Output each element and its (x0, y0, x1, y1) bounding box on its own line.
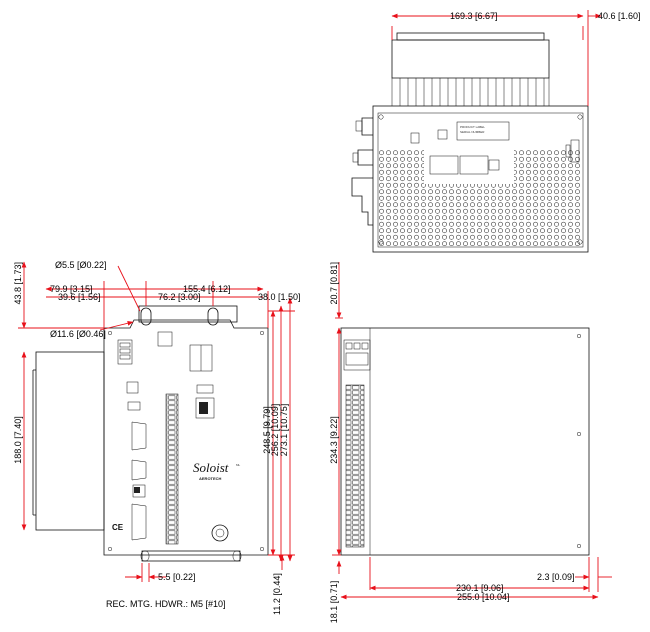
dim-top-depth: 40.6 [1.60] (598, 11, 641, 21)
dim-height-2: 256.2 [10.09] (270, 404, 280, 457)
dim-top-width: 169.3 [6.67] (450, 11, 498, 21)
dim-side-depth-2: 230.1 [9.06] (456, 583, 504, 593)
product-logo: Soloist (193, 460, 229, 475)
top-view: PRODUCT LABEL SERIAL NUMBER (351, 32, 589, 253)
dimension-labels: 169.3 [6.67] 40.6 [1.60] Ø5.5 [Ø0.22] 79… (13, 11, 641, 623)
svg-text:PRODUCT LABEL: PRODUCT LABEL (460, 125, 485, 129)
dim-hole-spacing-outer: 155.4 [6.12] (183, 284, 231, 294)
dim-side-depth-3: 255.0 [10.04] (457, 592, 510, 602)
dim-heatsink-height: 188.0 [7.40] (13, 416, 23, 464)
dim-hole-small: Ø5.5 [Ø0.22] (55, 260, 107, 270)
dim-hole-large: Ø11.6 [Ø0.46] (50, 329, 106, 339)
company-logo: AEROTECH (199, 476, 222, 481)
dim-left-offset: 79.9 [3.15] (50, 284, 93, 294)
dimension-lines (18, 10, 612, 600)
dim-height-1: 248.5 [9.79] (262, 406, 272, 454)
dim-side-height: 234.3 [9.22] (329, 416, 339, 464)
dim-side-bottom-offset: 18.1 [0.71] (329, 581, 339, 624)
dim-hole-spacing-inner: 76.2 [3.00] (158, 292, 201, 302)
svg-text:SERIAL NUMBER: SERIAL NUMBER (460, 130, 485, 134)
dim-hole-edge-offset: 39.6 [1.56] (58, 292, 101, 302)
dim-height-3: 273.1 [10.75] (279, 404, 289, 457)
dim-bottom-slot: 5.5 [0.22] (158, 572, 196, 582)
dim-right-offset: 38.0 [1.50] (258, 292, 301, 302)
mounting-hardware-note: REC. MTG. HDWR.: M5 [#10] (106, 599, 226, 609)
dim-side-depth-1: 2.3 [0.09] (537, 572, 575, 582)
dim-side-top-offset: 20.7 [0.81] (329, 262, 339, 305)
ce-mark: CE (112, 523, 124, 532)
product-suffix: ML (236, 463, 240, 467)
dim-top-clearance: 43.8 [1.73] (13, 262, 23, 305)
dim-bottom-offset: 11.2 [0.44] (272, 573, 282, 615)
front-view: CE Soloist ML AEROTECH (32, 305, 269, 562)
side-view (340, 327, 590, 556)
